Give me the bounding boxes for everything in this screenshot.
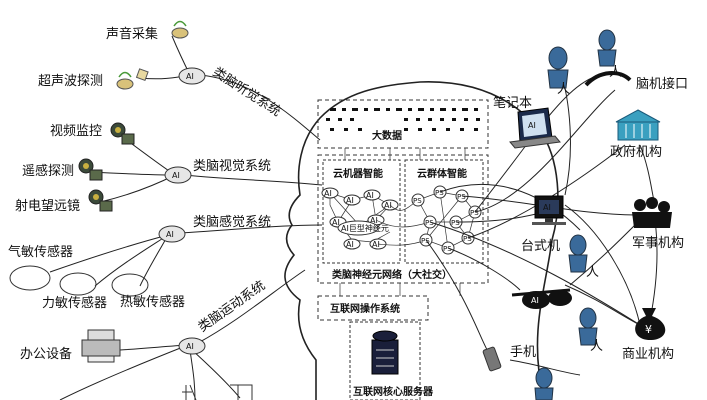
sound-label: 声音采集 <box>106 26 158 42</box>
svg-text:PS: PS <box>470 209 479 217</box>
bci-headset-icon <box>584 71 632 87</box>
person-icon-5 <box>534 367 554 400</box>
left-ai-hubs: AI AI AI AI <box>158 67 206 355</box>
big-data-box <box>317 99 489 149</box>
video-camera-icon <box>110 122 135 145</box>
notebook-icon <box>509 107 561 149</box>
sense-ai-hub <box>158 225 186 243</box>
bigdata-network-links <box>339 148 466 296</box>
network-box <box>317 154 489 284</box>
svg-text:AI: AI <box>366 191 374 200</box>
svg-text:AI: AI <box>370 216 378 225</box>
gas-sensor-label: 气敏传感器 <box>8 244 73 260</box>
sense-system-label: 类脑感觉系统 <box>193 214 271 230</box>
big-data-label: 大数据 <box>372 129 402 142</box>
money-bag-yen: ¥ <box>645 323 652 336</box>
money-bag-icon <box>635 308 666 340</box>
printer-icon <box>81 329 121 363</box>
svg-text:AI: AI <box>346 196 354 205</box>
svg-text:AI: AI <box>346 240 354 249</box>
military-icon <box>632 197 672 228</box>
person-icon-3 <box>568 234 588 273</box>
os-label: 互联网操作系统 <box>330 302 400 315</box>
svg-text:AI: AI <box>166 230 174 239</box>
core-server-box <box>349 321 421 400</box>
person-icon-4 <box>578 307 598 346</box>
svg-text:PS: PS <box>421 237 430 245</box>
svg-text:AI: AI <box>372 240 380 249</box>
svg-text:AI: AI <box>332 218 340 227</box>
svg-text:AI: AI <box>324 189 332 198</box>
svg-text:PS: PS <box>435 189 444 197</box>
hearing-ai-hub <box>178 67 206 85</box>
ultrasonic-label: 超声波探测 <box>38 74 103 89</box>
remote-sensing-icon <box>78 158 103 181</box>
notebook-label: 笔记本 <box>493 95 532 111</box>
cloud-machine-label: 云机器智能 <box>333 167 383 180</box>
person-icon-1 <box>547 46 569 89</box>
telescope-icon <box>88 189 113 212</box>
mobile-phone-icon <box>482 346 502 372</box>
svg-text:PS: PS <box>451 219 460 227</box>
cloud-group-box <box>404 159 484 264</box>
head-outline <box>284 81 559 400</box>
person-label-1: 人 <box>557 82 570 97</box>
network-label: 类脑神经元网络（大社交） <box>332 268 452 281</box>
microphone-icon <box>171 20 189 39</box>
ultrasonic-icon <box>116 68 149 90</box>
heat-sensor-label: 热敏传感器 <box>120 294 185 310</box>
mobile-label: 手机 <box>510 345 536 360</box>
glasses-ai: AI <box>531 296 539 305</box>
svg-text:PS: PS <box>413 197 422 205</box>
force-sensor-label: 力敏传感器 <box>42 295 107 311</box>
government-label: 政府机构 <box>610 145 662 160</box>
vision-system-label: 类脑视觉系统 <box>193 159 271 174</box>
os-box <box>317 295 429 321</box>
office-label: 办公设备 <box>20 346 72 362</box>
desktop-ai: AI <box>543 203 551 212</box>
core-server-label: 互联网核心服务器 <box>353 385 434 398</box>
military-label: 军事机构 <box>632 236 684 251</box>
machine-icons-bottom <box>182 384 253 400</box>
desktop-label: 台式机 <box>521 239 560 254</box>
bci-label: 脑机接口 <box>636 76 688 92</box>
ai-glasses-icon <box>511 288 572 309</box>
notebook-ai: AI <box>528 121 536 130</box>
svg-text:PS: PS <box>463 235 472 243</box>
government-building-icon <box>615 109 661 141</box>
svg-text:AI: AI <box>384 201 392 210</box>
svg-text:PS: PS <box>457 193 466 201</box>
person-label-4: 人 <box>590 339 603 354</box>
person-label-3: 人 <box>586 265 599 280</box>
giant-neuron-label: AI巨型神经元 <box>341 223 389 233</box>
svg-text:AI: AI <box>186 342 194 351</box>
sensor-loops <box>9 265 149 297</box>
heat-sensor-icon <box>111 273 149 297</box>
machine-ai-nodes: AI AI AI AI AI AI AI巨型神经元 AI AI <box>321 187 399 250</box>
server-rack-icon <box>371 330 399 375</box>
big-data-marks <box>326 108 480 131</box>
person-label-2: 人 <box>609 65 622 80</box>
force-sensor-icon <box>59 272 97 296</box>
person-icon-2 <box>597 29 617 67</box>
cloud-group-label: 云群体智能 <box>417 167 467 180</box>
remote-sensing-label: 遥感探测 <box>22 163 74 179</box>
video-label: 视频监控 <box>50 124 102 139</box>
svg-text:PS: PS <box>425 219 434 227</box>
radio-telescope-label: 射电望远镜 <box>15 198 80 214</box>
desktop-icon <box>532 195 566 225</box>
svg-text:AI: AI <box>172 171 180 180</box>
motion-system-label: 类脑运动系统 <box>196 278 269 335</box>
business-label: 商业机构 <box>622 347 674 362</box>
hearing-system-label: 类脑听觉系统 <box>210 65 284 120</box>
gas-sensor-icon <box>9 265 51 291</box>
svg-text:AI: AI <box>186 72 194 81</box>
svg-text:PS: PS <box>443 245 452 253</box>
motion-ai-hub <box>178 337 206 355</box>
vision-ai-hub <box>164 166 192 184</box>
